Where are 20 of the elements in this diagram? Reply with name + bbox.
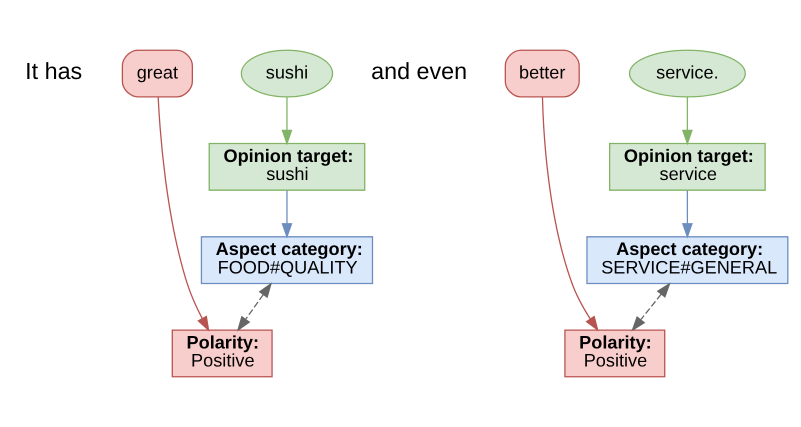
label: It has xyxy=(24,58,82,84)
node-box: Polarity: Positive xyxy=(171,329,272,378)
arrow xyxy=(157,97,209,332)
arrow xyxy=(236,282,272,332)
arrow xyxy=(541,96,598,332)
arrow xyxy=(281,190,292,239)
node-box: Aspect category: FOOD#QUALITY xyxy=(200,236,373,284)
node-ellipse: sushi xyxy=(240,50,333,98)
node-box: great xyxy=(121,50,193,98)
node-box: Opinion target: service xyxy=(608,142,766,191)
arrow xyxy=(681,97,692,146)
label: and even xyxy=(370,58,467,84)
arrow xyxy=(681,190,692,239)
node-box: Polarity: Positive xyxy=(564,329,665,378)
arrow xyxy=(630,282,670,332)
node-box: better xyxy=(504,50,580,98)
node-box: Opinion target: sushi xyxy=(208,142,365,191)
node-box: Aspect category: SERVICE#GENERAL xyxy=(586,236,788,284)
node-ellipse: service. xyxy=(628,50,746,98)
arrow xyxy=(281,97,292,146)
